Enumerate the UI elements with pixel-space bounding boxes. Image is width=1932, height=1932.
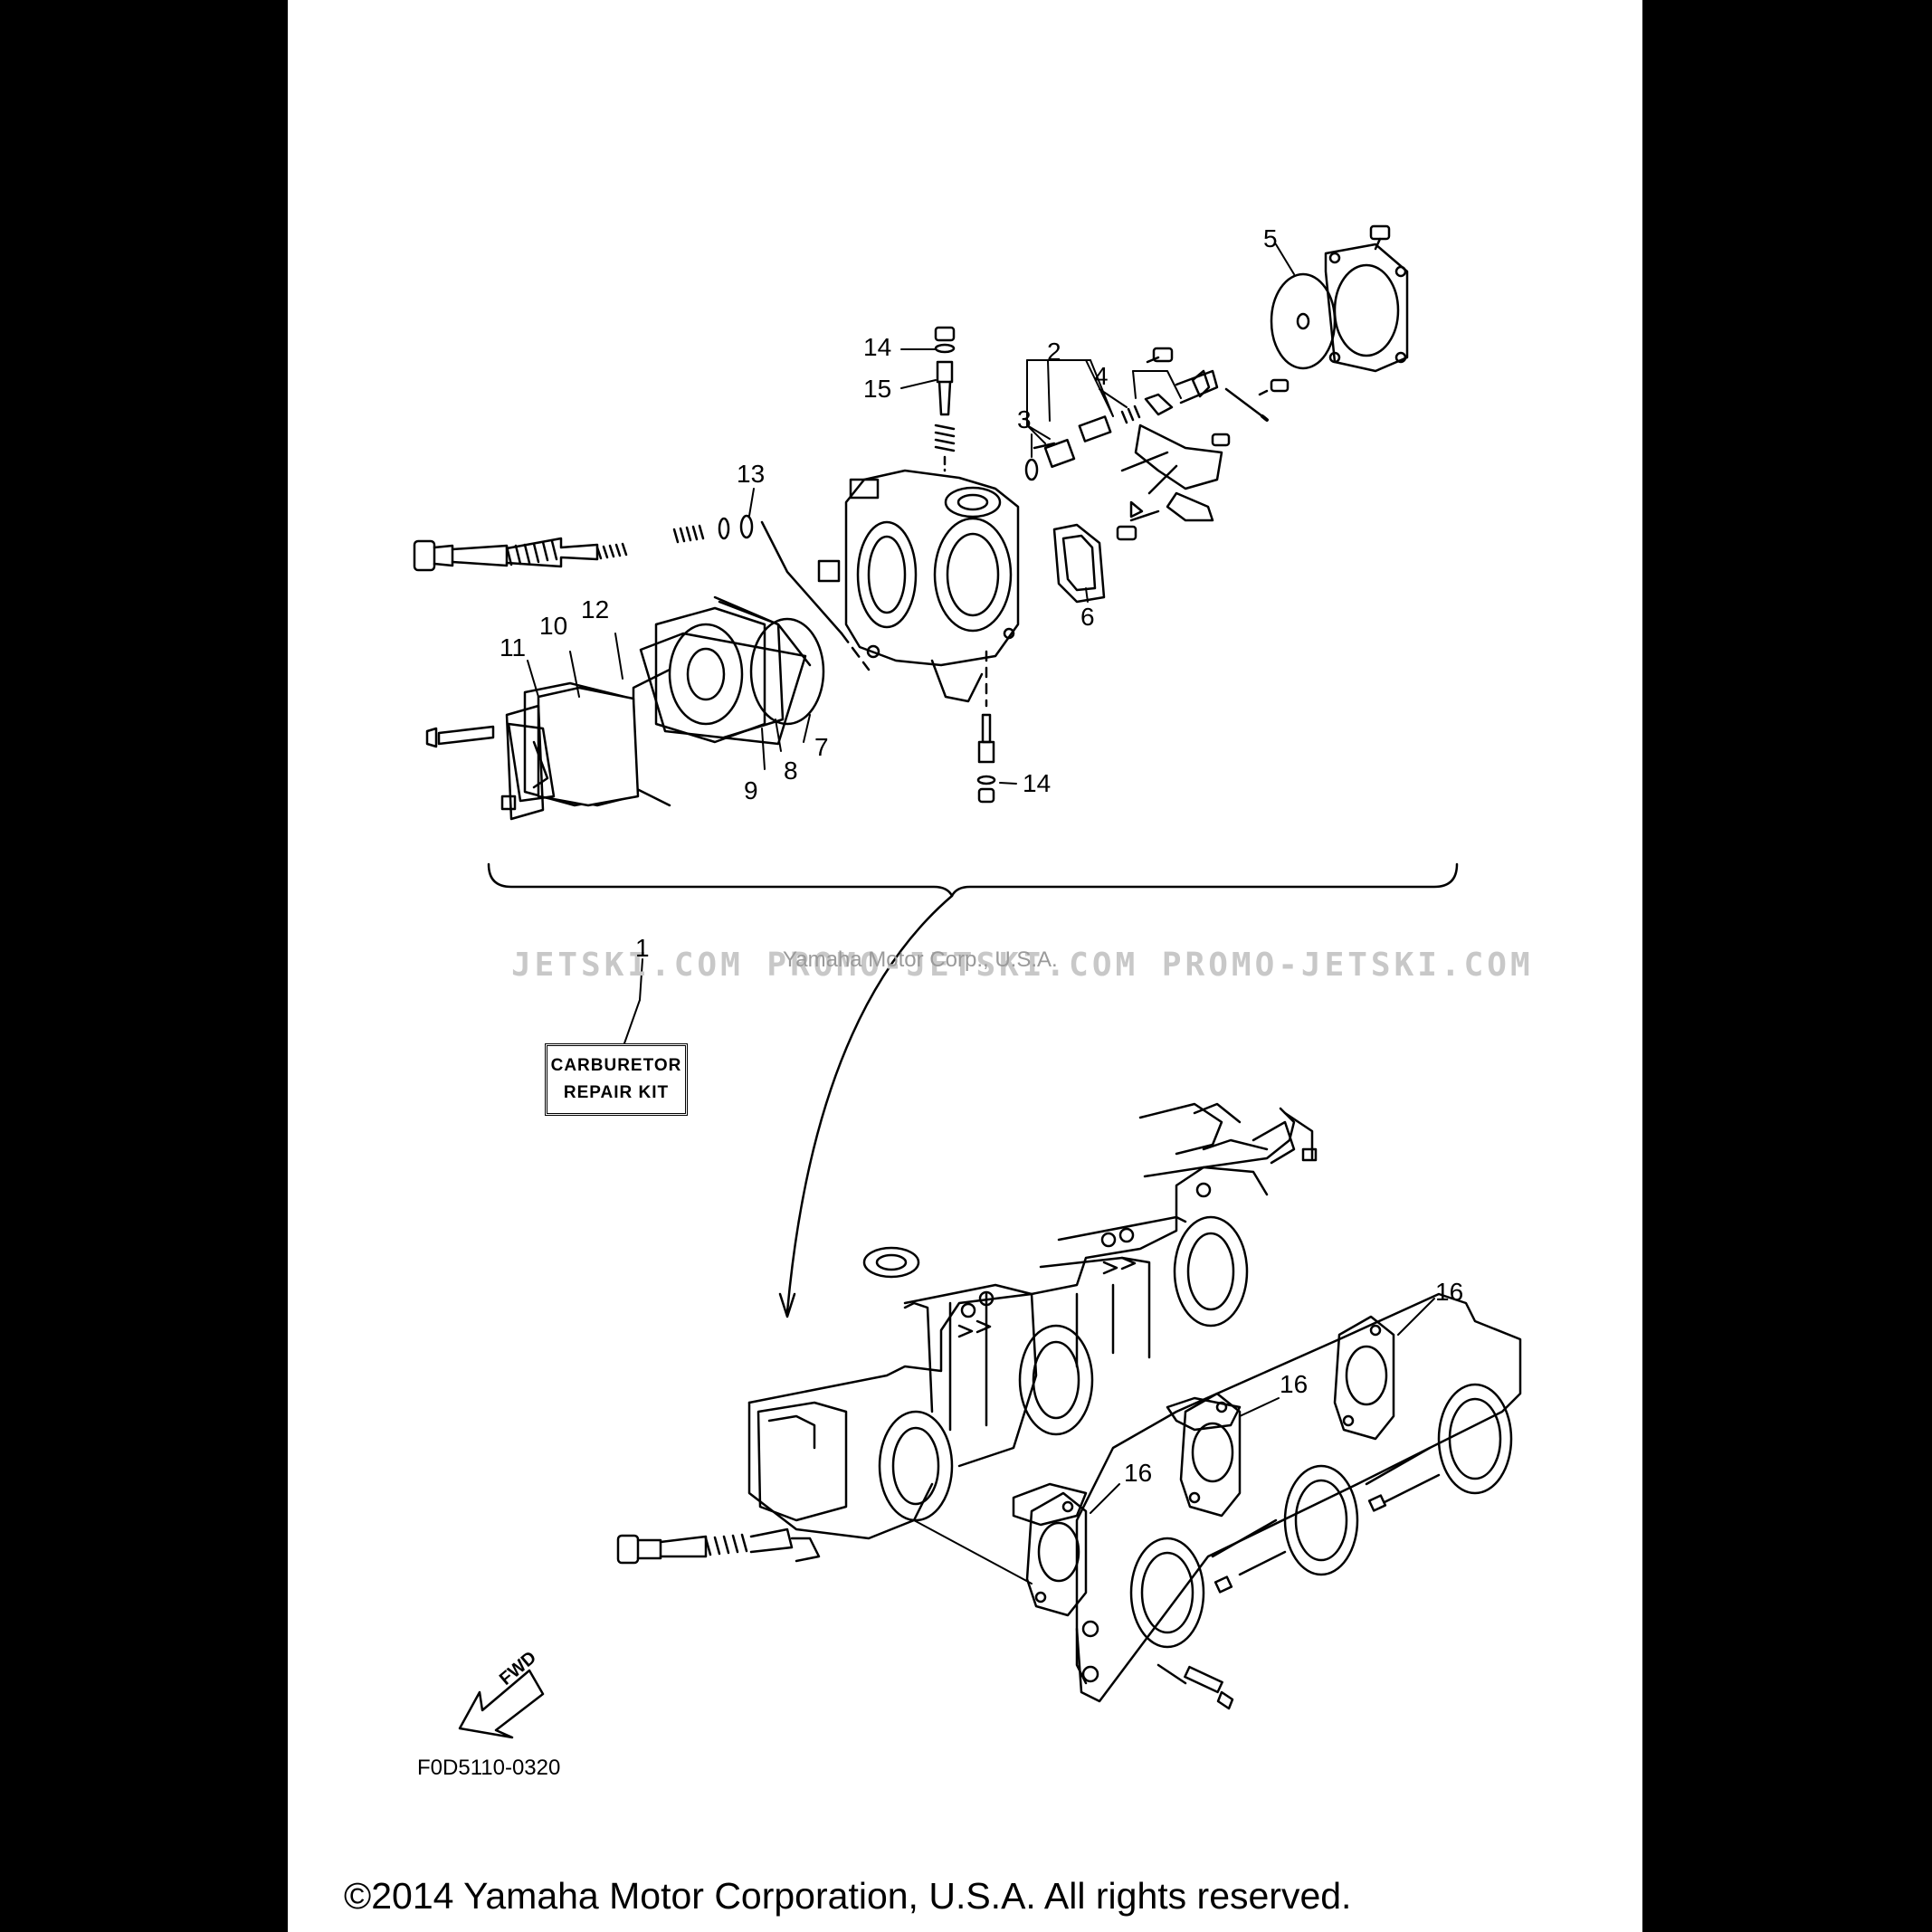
needle-jet-top [934,326,956,472]
callout-8: 8 [784,757,798,785]
mixture-screw-assembly [413,514,871,671]
callout-5: 5 [1263,224,1278,252]
callout-leaders-upper [527,243,1295,785]
callout-12: 12 [581,595,610,623]
callout-16-right: 16 [1435,1278,1464,1306]
callout-15: 15 [863,375,892,403]
fuel-pump-stack [425,595,825,821]
callout-6: 6 [1080,603,1095,631]
callout-3: 3 [1017,405,1032,433]
watermark: JETSKI.COM PROMO-JETSKI.COM PROMO-JETSKI… [511,947,1534,984]
figure-code: F0D5110-0320 [417,1756,561,1780]
copyright-notice: ©2014 Yamaha Motor Corporation, U.S.A. A… [344,1875,1352,1917]
callout-7: 7 [814,733,829,761]
lower-mixture-screw [616,1528,821,1565]
callout-1-leader [639,958,643,1001]
needle-jet-bottom [976,650,996,804]
fwd-arrow-icon [458,1669,545,1739]
carburetor-bank [747,1102,1318,1540]
group-bracket [487,862,1459,1318]
diagram-sheet [288,0,1642,1932]
carburetor-gaskets [913,1315,1395,1617]
callout-14-bottom: 14 [1023,769,1052,797]
intake-manifold-gasket [1075,1292,1522,1710]
diaphragm [1270,272,1337,370]
accelerator-pump-linkage [1116,347,1290,541]
carburetor-body [817,469,1020,703]
watermark-credit: Yamaha Motor Corp., U.S.A. [783,947,1058,972]
pilot-jet-assembly [1024,369,1219,481]
callout-16-left: 16 [1124,1459,1153,1487]
callout-4: 4 [1094,362,1109,390]
callout-13: 13 [737,460,766,488]
kit-box-line-2: REPAIR KIT [563,1083,670,1102]
kit-box-line-1: CARBURETOR [550,1056,682,1075]
callout-10: 10 [539,612,568,640]
callout-1: 1 [635,934,650,962]
callout-9: 9 [744,776,758,804]
diaphragm-cover [1324,224,1409,373]
carburetor-repair-kit-box: CARBURETOR REPAIR KIT [545,1043,688,1116]
callout-11: 11 [500,633,527,661]
callout-14-top: 14 [863,333,892,361]
float-chamber-gasket [1052,523,1106,604]
callout-leaders-lower [1090,1298,1435,1514]
callout-2: 2 [1047,338,1061,366]
callout-16-middle: 16 [1280,1370,1309,1398]
